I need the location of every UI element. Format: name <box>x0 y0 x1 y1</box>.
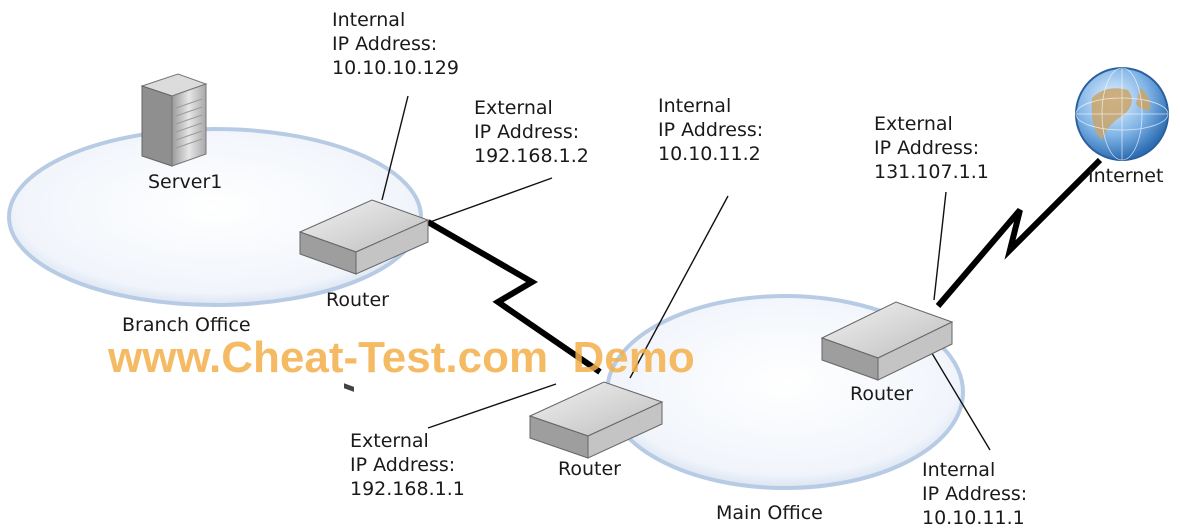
leader-main-right-internal <box>929 349 991 451</box>
server-icon <box>140 73 208 167</box>
internet-label: Internet <box>1088 165 1163 187</box>
branch-office-label: Branch Office <box>122 314 251 336</box>
router-branch-icon <box>298 199 430 392</box>
branch-external-ip: External IP Address: 192.168.1.2 <box>474 97 589 167</box>
router-main-right-icon <box>820 301 954 381</box>
wan-link-branch-main <box>426 219 602 375</box>
router-main-left-label: Router <box>558 458 621 480</box>
main-left-internal-ip: Internal IP Address: 10.10.11.2 <box>658 95 769 165</box>
leader-main-right-external <box>933 191 947 301</box>
server-label: Server1 <box>148 171 222 193</box>
router-branch-label: Router <box>326 289 389 311</box>
watermark-text: www.Cheat-Test.com Demo <box>107 333 695 382</box>
leader-main-left-external <box>427 383 557 429</box>
leader-branch-external <box>429 177 553 223</box>
router-main-right-label: Router <box>850 383 913 405</box>
leader-branch-internal <box>381 95 409 201</box>
internet-globe-icon <box>1075 67 1169 161</box>
main-right-external-ip: External IP Address: 131.107.1.1 <box>874 113 989 183</box>
wan-link-main-internet <box>935 157 1103 308</box>
router-main-left-icon <box>528 381 664 459</box>
branch-internal-ip: Internal IP Address: 10.10.10.129 <box>332 9 459 79</box>
main-office-label: Main Office <box>716 502 823 524</box>
leader-main-left-internal <box>629 195 729 379</box>
main-right-internal-ip: Internal IP Address: 10.10.11.1 <box>922 459 1033 529</box>
main-left-external-ip: External IP Address: 192.168.1.1 <box>350 430 465 500</box>
